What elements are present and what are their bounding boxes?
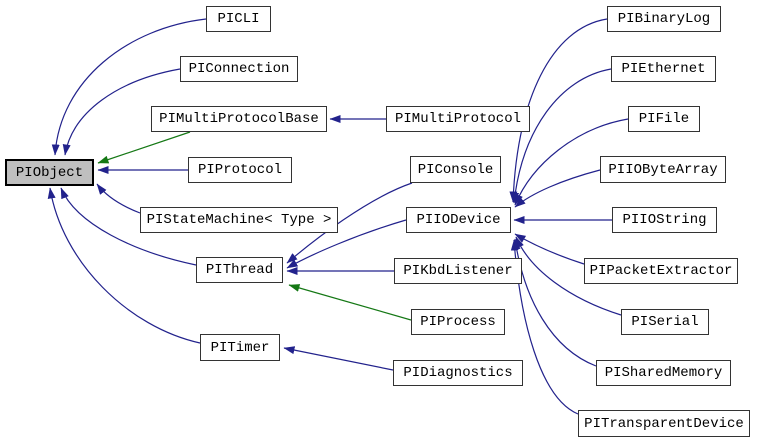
node-pimultiprotocolbase[interactable]: PIMultiProtocolBase bbox=[151, 106, 327, 132]
node-piconnection[interactable]: PIConnection bbox=[180, 56, 298, 82]
edge-pipacketextractor-to-piiodevice bbox=[514, 233, 585, 265]
node-piprotocol[interactable]: PIProtocol bbox=[188, 157, 292, 183]
edge-piiodevice-to-pithread bbox=[286, 219, 407, 269]
node-pistatemachine[interactable]: PIStateMachine< Type > bbox=[140, 207, 338, 233]
edge-piconnection-to-piobject bbox=[62, 68, 181, 156]
edge-pitimer-to-piobject bbox=[47, 187, 201, 344]
node-piconsole[interactable]: PIConsole bbox=[410, 156, 501, 183]
edge-piconsole-to-pithread bbox=[286, 182, 413, 264]
node-piiobytearray[interactable]: PIIOByteArray bbox=[600, 156, 726, 183]
edge-piprocess-to-pithread bbox=[288, 284, 412, 321]
edge-pifile-to-piiodevice bbox=[514, 118, 629, 206]
edge-pistatemachine-to-piobject bbox=[96, 183, 141, 214]
edge-pidiagnostics-to-pitimer bbox=[283, 346, 394, 371]
edge-picli-to-piobject bbox=[51, 18, 207, 156]
node-pisharedmemory[interactable]: PISharedMemory bbox=[596, 360, 731, 386]
node-pitransparentdevice[interactable]: PITransparentDevice bbox=[578, 410, 750, 437]
node-piserial[interactable]: PISerial bbox=[621, 309, 709, 335]
node-pidiagnostics[interactable]: PIDiagnostics bbox=[393, 360, 523, 386]
node-piprocess[interactable]: PIProcess bbox=[411, 309, 505, 335]
node-pimultiprotocol[interactable]: PIMultiProtocol bbox=[386, 106, 530, 132]
node-pithread[interactable]: PIThread bbox=[196, 257, 283, 283]
edge-piiobytearray-to-piiodevice bbox=[514, 169, 601, 208]
node-piiostring[interactable]: PIIOString bbox=[612, 207, 717, 233]
node-pifile[interactable]: PIFile bbox=[628, 106, 700, 132]
edge-pithread-to-piobject bbox=[60, 187, 197, 266]
edge-pibinarylog-to-piiodevice bbox=[509, 18, 608, 203]
node-pibinarylog[interactable]: PIBinaryLog bbox=[607, 6, 721, 32]
node-piobject: PIObject bbox=[5, 159, 94, 186]
node-piiodevice[interactable]: PIIODevice bbox=[406, 207, 511, 233]
node-pipacketextractor[interactable]: PIPacketExtractor bbox=[584, 258, 738, 284]
edge-piethernet-to-piiodevice bbox=[511, 68, 612, 204]
node-piethernet[interactable]: PIEthernet bbox=[611, 56, 716, 82]
node-pitimer[interactable]: PITimer bbox=[200, 334, 280, 361]
node-pikbdlistener[interactable]: PIKbdListener bbox=[394, 258, 522, 284]
edge-piserial-to-piiodevice bbox=[515, 236, 622, 316]
edge-pitransparentdevice-to-piiodevice bbox=[510, 239, 579, 415]
edge-pimultiprotocolbase-to-piobject bbox=[97, 131, 191, 164]
node-picli[interactable]: PICLI bbox=[206, 6, 271, 32]
